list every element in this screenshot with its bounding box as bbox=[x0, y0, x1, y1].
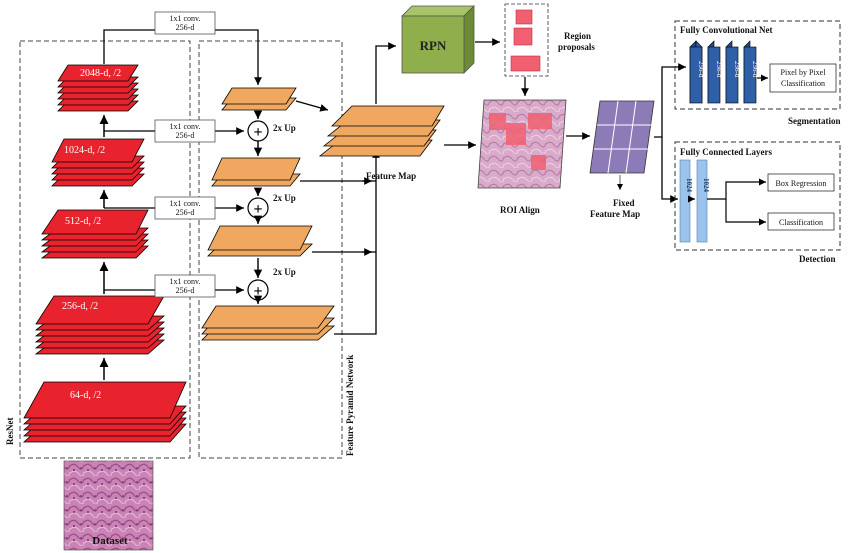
fpn-label: Feature Pyramid Network bbox=[345, 355, 355, 456]
fpn-layer-p2 bbox=[201, 305, 336, 341]
svg-text:+: + bbox=[253, 201, 262, 218]
fcn-kernel-labels: 256-d 256-d 256-d 256-d bbox=[697, 61, 759, 78]
svg-text:Classification: Classification bbox=[781, 79, 825, 88]
resnet-layer-64: 64-d, /2 bbox=[22, 381, 187, 443]
detection-title: Fully Connected Layers bbox=[680, 147, 772, 157]
plus-node-2: + bbox=[247, 197, 269, 219]
up-label-2: 2x Up bbox=[273, 193, 296, 203]
lateral-conv-top: 1x1 conv. 256-d bbox=[103, 11, 262, 85]
fcn-kernels bbox=[689, 40, 757, 104]
lateral-conv-3: 1x1 conv. 256-d bbox=[104, 274, 244, 298]
svg-text:1x1 conv.: 1x1 conv. bbox=[169, 122, 200, 131]
resnet-layer-2048-label: 2048-d, /2 bbox=[80, 68, 121, 79]
segmentation-title: Fully Convolutional Net bbox=[680, 25, 773, 35]
resnet-layer-2048: 2048-d, /2 bbox=[57, 64, 139, 112]
svg-text:256-d: 256-d bbox=[176, 131, 195, 140]
fpn-layer-p4 bbox=[211, 157, 301, 187]
lateral-conv-2: 1x1 conv. 256-d bbox=[104, 196, 244, 220]
detection-branch-lines bbox=[687, 178, 766, 226]
pixel-classification-box: Pixel by Pixel Classification bbox=[769, 63, 837, 93]
svg-text:Pixel by Pixel: Pixel by Pixel bbox=[781, 68, 827, 77]
svg-text:+: + bbox=[253, 124, 262, 141]
fixed-feature-map-label-2: Feature Map bbox=[590, 209, 640, 219]
svg-text:256-d: 256-d bbox=[176, 208, 195, 217]
fixed-feature-map-label-1: Fixed bbox=[613, 198, 635, 208]
plus-node-3: + bbox=[247, 279, 269, 301]
dataset-label: Dataset bbox=[92, 535, 128, 547]
rpn-label: RPN bbox=[420, 38, 447, 53]
fpn-output-arrows bbox=[295, 100, 380, 335]
svg-text:256-d: 256-d bbox=[176, 286, 195, 295]
box-regression-box: Box Regression bbox=[767, 173, 835, 192]
feature-map-label: Feature Map bbox=[366, 171, 416, 181]
feature-map-stack bbox=[318, 105, 445, 157]
classification-box: Classification bbox=[767, 212, 835, 231]
plus-node-1: + bbox=[247, 120, 269, 142]
svg-text:1x1 conv.: 1x1 conv. bbox=[169, 199, 200, 208]
svg-text:1x1 conv.: 1x1 conv. bbox=[169, 277, 200, 286]
svg-text:256-d: 256-d bbox=[751, 61, 759, 78]
region-proposals bbox=[504, 3, 549, 77]
region-proposals-label-2: proposals bbox=[558, 42, 595, 52]
detection-box bbox=[674, 141, 841, 251]
roi-align-label: ROI Align bbox=[500, 205, 540, 215]
fc-layer-labels: 1024 1024 bbox=[685, 178, 710, 193]
resnet-layer-1024-label: 1024-d, /2 bbox=[64, 145, 105, 156]
roi-align-image bbox=[477, 99, 567, 189]
up-label-1: 2x Up bbox=[273, 123, 296, 133]
branch-arrows bbox=[654, 63, 686, 203]
resnet-group-box bbox=[19, 40, 191, 459]
conv-label-top-2: 256-d bbox=[176, 23, 195, 32]
resnet-layer-1024: 1024-d, /2 bbox=[51, 138, 145, 187]
svg-text:1024: 1024 bbox=[702, 178, 710, 193]
arrow-to-rpn bbox=[375, 42, 396, 104]
dataset-image bbox=[63, 460, 154, 551]
fpn-layer-p5 bbox=[221, 87, 297, 111]
rpn-block: RPN bbox=[401, 5, 475, 74]
up-label-3: 2x Up bbox=[273, 267, 296, 277]
resnet-label: ResNet bbox=[5, 418, 15, 446]
conv-label-top-1: 1x1 conv. bbox=[169, 14, 200, 23]
svg-text:Box Regression: Box Regression bbox=[776, 179, 827, 188]
svg-text:Classification: Classification bbox=[779, 218, 823, 227]
resnet-layer-512: 512-d, /2 bbox=[40, 209, 149, 259]
region-proposals-label-1: Region bbox=[564, 31, 591, 41]
svg-text:256-d: 256-d bbox=[733, 61, 741, 78]
svg-text:256-d: 256-d bbox=[697, 61, 705, 78]
resnet-layer-512-label: 512-d, /2 bbox=[65, 216, 101, 227]
resnet-layer-256: 256-d, /2 bbox=[34, 295, 166, 355]
svg-text:256-d: 256-d bbox=[715, 61, 723, 78]
segmentation-box bbox=[674, 20, 841, 110]
segmentation-footer: Segmentation bbox=[788, 116, 841, 126]
fc-layers bbox=[679, 159, 708, 243]
resnet-layer-64-label: 64-d, /2 bbox=[70, 390, 101, 401]
detection-footer: Detection bbox=[799, 254, 835, 264]
resnet-layer-256-label: 256-d, /2 bbox=[62, 301, 98, 312]
svg-text:+: + bbox=[253, 283, 262, 300]
fpn-layer-p3 bbox=[207, 225, 313, 257]
svg-text:1024: 1024 bbox=[685, 178, 693, 193]
fixed-feature-map-grid bbox=[589, 100, 655, 174]
lateral-conv-1: 1x1 conv. 256-d bbox=[104, 119, 244, 143]
